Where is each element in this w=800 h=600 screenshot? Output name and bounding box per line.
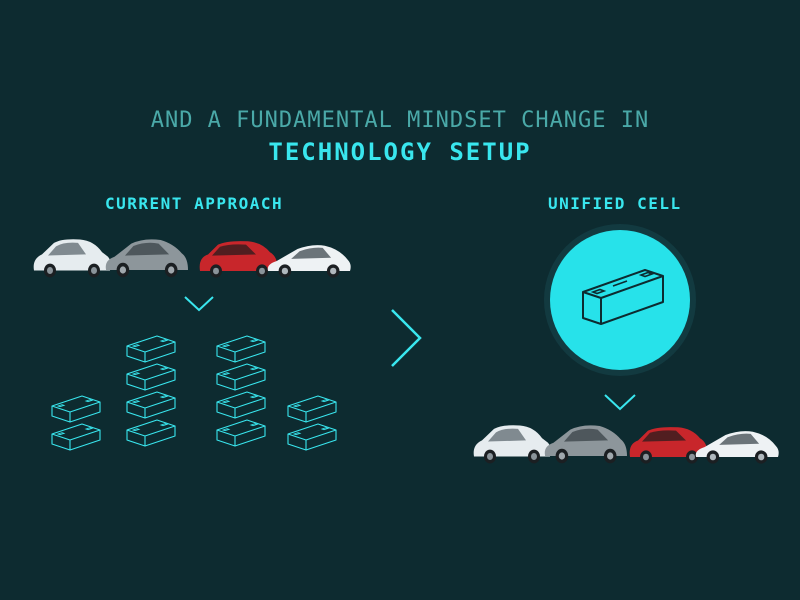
battery-cell-icon xyxy=(287,395,337,423)
chevron-right-icon xyxy=(391,309,422,367)
battery-cell-icon xyxy=(216,419,266,447)
unified-cell-label: UNIFIED CELL xyxy=(548,194,682,213)
current-approach-cars xyxy=(33,239,351,278)
battery-cell-icon xyxy=(51,395,101,423)
subtitle: AND A FUNDAMENTAL MINDSET CHANGE IN xyxy=(150,108,650,133)
unified-battery-cell-icon xyxy=(582,269,664,325)
chevron-down-icon xyxy=(604,394,636,411)
cell-column-1 xyxy=(51,395,101,451)
car-white-sport-icon xyxy=(695,431,779,464)
battery-cell-icon xyxy=(126,391,176,419)
battery-cell-icon xyxy=(216,363,266,391)
cell-column-2 xyxy=(126,335,176,447)
battery-cell-icon xyxy=(51,423,101,451)
battery-cell-icon xyxy=(216,335,266,363)
car-white-hatch-icon xyxy=(473,425,551,464)
battery-cell-icon xyxy=(126,419,176,447)
chevron-down-icon xyxy=(184,296,214,312)
battery-cell-icon xyxy=(216,391,266,419)
current-approach-label: CURRENT APPROACH xyxy=(105,194,284,213)
car-red-suv-icon xyxy=(629,427,708,464)
unified-cell-disc xyxy=(550,230,690,370)
battery-cell-icon xyxy=(287,423,337,451)
cell-column-4 xyxy=(287,395,337,451)
cell-column-3 xyxy=(216,335,266,447)
unified-cell-badge xyxy=(544,224,696,376)
battery-cell-grid xyxy=(51,335,337,451)
car-silver-sedan-icon xyxy=(105,239,188,278)
car-white-sport-icon xyxy=(267,245,351,278)
car-white-hatch-icon xyxy=(33,239,111,278)
page-title: TECHNOLOGY SETUP xyxy=(268,138,532,166)
unified-cell-cars xyxy=(473,425,779,464)
battery-cell-icon xyxy=(126,363,176,391)
car-silver-sedan-icon xyxy=(544,425,627,464)
car-red-suv-icon xyxy=(199,241,278,278)
battery-cell-icon xyxy=(126,335,176,363)
